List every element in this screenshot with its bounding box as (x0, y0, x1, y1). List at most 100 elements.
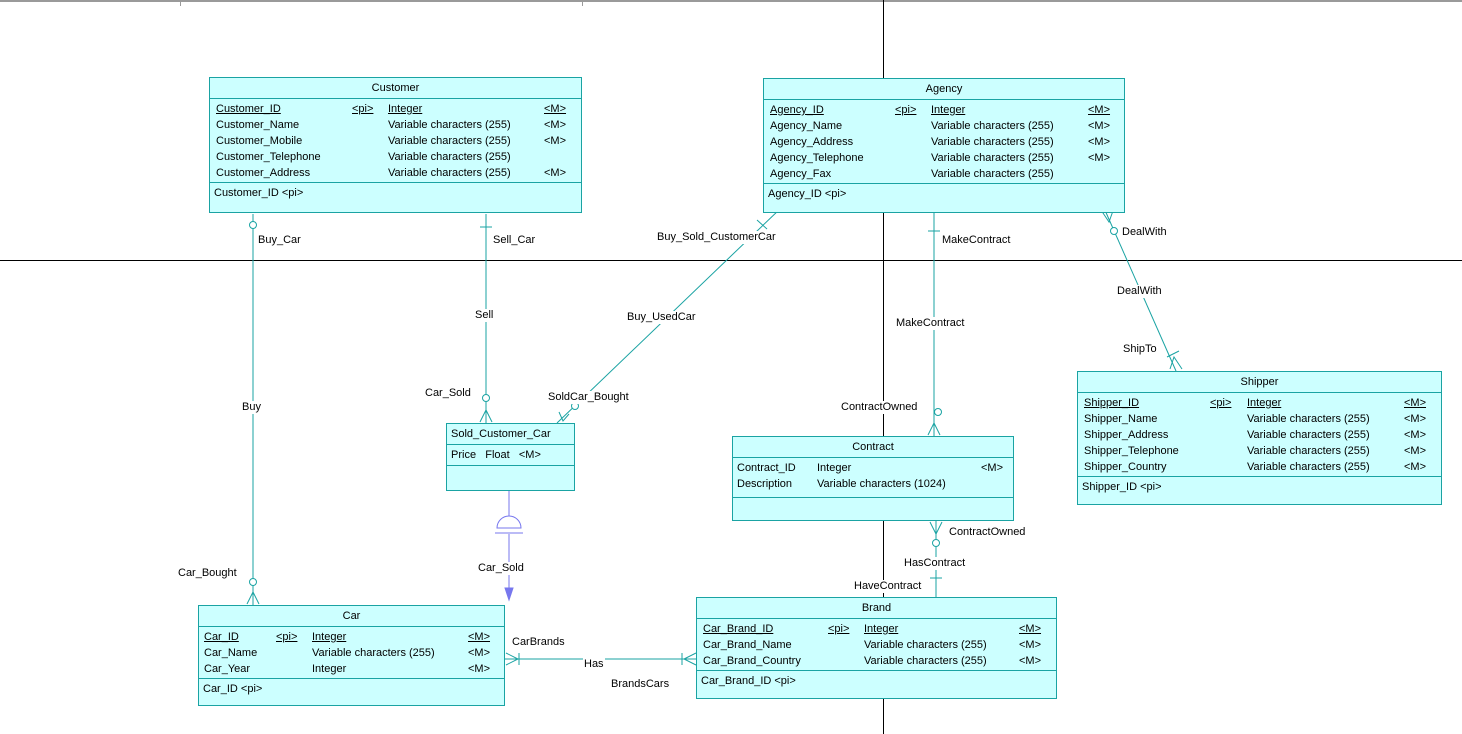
attribute-row: Customer_Address Variable characters (25… (214, 165, 577, 181)
entity-title: Contract (733, 437, 1013, 458)
attribute-row: Agency_Name Variable characters (255) <M… (768, 118, 1120, 134)
attribute-mandatory: <M> (468, 647, 491, 659)
role-label[interactable]: CarBrands (511, 636, 566, 649)
attribute-name: Car_Year (204, 663, 251, 675)
relationship-label[interactable]: Buy (241, 401, 262, 414)
role-label[interactable]: SoldCar_Bought (547, 391, 630, 404)
attribute-mandatory: <M> (1404, 461, 1427, 473)
attribute-list: Car_Brand_ID <pi> Integer <M> Car_Brand_… (697, 619, 1056, 671)
attribute-mandatory: <M> (1088, 136, 1111, 148)
entity-shipper[interactable]: Shipper Shipper_ID <pi> Integer <M> Ship… (1077, 371, 1442, 505)
attribute-type: Integer (817, 462, 852, 474)
crowfoot-marker (682, 652, 697, 666)
attribute-type: Variable characters (255) (388, 167, 511, 179)
attribute-type: Integer (931, 104, 966, 116)
attribute-key: <pi> (352, 103, 374, 115)
ruler-bar (0, 0, 1462, 2)
attribute-type: Integer (864, 623, 899, 635)
attribute-type: Variable characters (255) (388, 151, 511, 163)
attribute-name: Agency_Telephone (770, 152, 864, 164)
attribute-name: Customer_Address (216, 167, 311, 179)
attribute-mandatory: <M> (1088, 104, 1111, 116)
role-label[interactable]: ContractOwned (840, 401, 919, 414)
attribute-name: Car_Brand_ID (703, 623, 774, 635)
attribute-mandatory: <M> (1088, 152, 1111, 164)
attribute-list: Agency_ID <pi> Integer <M> Agency_Name V… (764, 100, 1124, 184)
role-label[interactable]: Car_Sold (424, 387, 472, 400)
relationship-label[interactable]: MakeContract (895, 317, 966, 330)
optional-marker (1110, 227, 1118, 235)
attribute-list: Car_ID <pi> Integer <M> Car_Name Variabl… (199, 627, 504, 679)
optional-marker (249, 578, 257, 586)
attribute-row: Car_ID <pi> Integer <M> (203, 629, 500, 645)
entity-title: Sold_Customer_Car (447, 424, 574, 445)
attribute-row: Car_Brand_ID <pi> Integer <M> (701, 621, 1052, 637)
role-label[interactable]: MakeContract (941, 234, 1012, 247)
relationship-label[interactable]: Has (583, 658, 605, 671)
attribute-row: Shipper_Telephone Variable characters (2… (1082, 443, 1437, 459)
attribute-row: Shipper_ID <pi> Integer <M> (1082, 395, 1437, 411)
entity-title: Brand (697, 598, 1056, 619)
relationship-label[interactable]: Buy_UsedCar (626, 311, 697, 324)
role-label[interactable]: Buy_Car (257, 234, 302, 247)
entity-title: Agency (764, 79, 1124, 100)
entity-identifier: Car_Brand_ID <pi> (701, 675, 796, 687)
attribute-name: Agency_Name (770, 120, 843, 132)
relationship-label[interactable]: HasContract (903, 557, 967, 570)
entity-title: Customer (210, 78, 581, 99)
relationship-label[interactable]: Sell (474, 309, 495, 322)
attribute-row: Car_Brand_Country Variable characters (2… (701, 653, 1052, 669)
attribute-type: Integer (312, 631, 347, 643)
attribute-name: Shipper_Name (1084, 413, 1158, 425)
optional-marker (482, 394, 490, 402)
entity-sold-customer-car[interactable]: Sold_Customer_Car Price Float <M> (446, 423, 575, 491)
attribute-type: Variable characters (255) (864, 639, 987, 651)
attribute-row: Car_Brand_Name Variable characters (255)… (701, 637, 1052, 653)
entity-brand[interactable]: Brand Car_Brand_ID <pi> Integer <M> Car_… (696, 597, 1057, 699)
optional-marker (932, 539, 940, 547)
attribute-row: Agency_ID <pi> Integer <M> (768, 102, 1120, 118)
attribute-row: Car_Year Integer <M> (203, 661, 500, 677)
attribute-type: Variable characters (255) (1247, 413, 1370, 425)
entity-identifier: Agency_ID <pi> (768, 188, 847, 200)
role-label[interactable]: ContractOwned (948, 526, 1027, 539)
relationship-label[interactable]: DealWith (1116, 285, 1163, 298)
crowfoot-marker (927, 421, 941, 436)
attribute-mandatory: <M> (1088, 120, 1111, 132)
role-label[interactable]: DealWith (1121, 226, 1168, 239)
attribute-key: <pi> (895, 104, 917, 116)
role-label[interactable]: ShipTo (1122, 343, 1158, 356)
attribute-name: Agency_Fax (770, 168, 832, 180)
attribute-name: Agency_Address (770, 136, 854, 148)
attribute-name: Description (737, 478, 793, 490)
role-label[interactable]: Car_Bought (177, 567, 238, 580)
one-marker (756, 219, 768, 230)
attribute-row: Customer_Name Variable characters (255) … (214, 117, 577, 133)
role-label[interactable]: Sell_Car (492, 234, 537, 247)
entity-customer[interactable]: Customer Customer_ID <pi> Integer <M> Cu… (209, 77, 582, 213)
attribute-row: Contract_ID Integer <M> (737, 460, 1009, 476)
role-label[interactable]: HaveContract (853, 580, 923, 593)
attribute-mandatory: <M> (1019, 639, 1042, 651)
role-label[interactable]: Buy_Sold_CustomerCar (656, 231, 777, 244)
optional-marker (249, 221, 257, 229)
crowfoot-marker (479, 408, 493, 423)
attribute-type: Variable characters (255) (1247, 445, 1370, 457)
attribute-mandatory: <M> (1404, 445, 1427, 457)
attribute-type: Integer (388, 103, 423, 115)
attribute-name: Car_ID (204, 631, 239, 643)
entity-identifier: Car_ID <pi> (203, 683, 263, 695)
entity-contract[interactable]: Contract Contract_ID Integer <M> Descrip… (732, 436, 1014, 521)
entity-agency[interactable]: Agency Agency_ID <pi> Integer <M> Agency… (763, 78, 1125, 213)
attribute-list: Customer_ID <pi> Integer <M> Customer_Na… (210, 99, 581, 183)
crowfoot-marker (505, 652, 520, 666)
role-label[interactable]: BrandsCars (610, 678, 671, 691)
entity-car[interactable]: Car Car_ID <pi> Integer <M> Car_Name Var… (198, 605, 505, 706)
attribute-type: Variable characters (255) (931, 136, 1054, 148)
attribute-mandatory: <M> (544, 119, 567, 131)
attribute-type: Variable characters (255) (864, 655, 987, 667)
inheritance-label[interactable]: Car_Sold (477, 562, 525, 575)
attribute-type: Variable characters (255) (931, 152, 1054, 164)
inheritance-connector[interactable] (495, 491, 523, 602)
